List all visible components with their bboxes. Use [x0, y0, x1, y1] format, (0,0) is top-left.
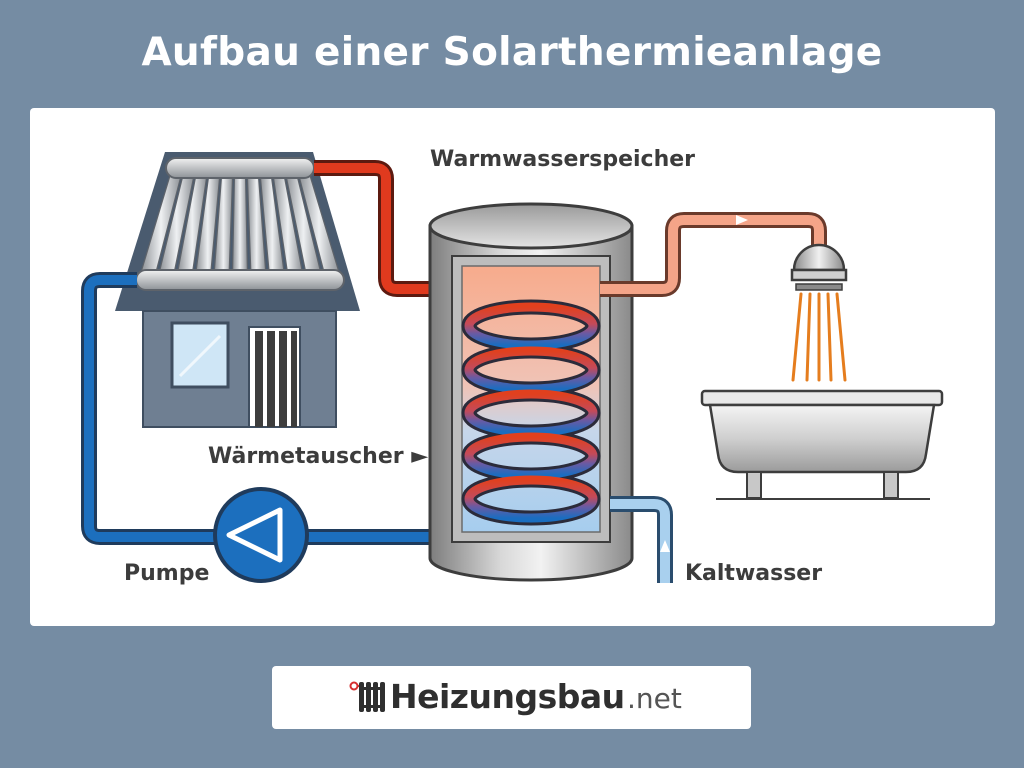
coil-loop: [464, 302, 598, 350]
coil-loop: [464, 389, 598, 437]
cold-water-label: Kaltwasser: [685, 561, 823, 586]
logo-name: Heizungsbau: [390, 677, 625, 716]
hot-pipe: [314, 163, 590, 294]
heat-exchanger-label: Wärmetauscher ►: [208, 444, 429, 469]
flow-arrow-icon: [736, 215, 748, 225]
logo-tld: .net: [627, 682, 682, 715]
radiator-icon: [349, 681, 385, 712]
pump-icon: [213, 487, 309, 583]
pump-label: Pumpe: [124, 561, 210, 586]
coil-loop: [464, 475, 598, 523]
collector-bottom-header: [135, 269, 345, 291]
coil-loop: [464, 432, 598, 480]
warm-water-pipe: [600, 215, 824, 294]
cold-water-pipe: [610, 499, 670, 583]
collector-tube: [231, 173, 249, 275]
shower-icon: [790, 243, 848, 382]
solar-system-diagram: [81, 152, 944, 583]
diagram-panel: Warmwasserspeicher Wärmetauscher ► Pumpe…: [30, 108, 995, 626]
cold-loop-pipe: [84, 275, 610, 542]
page-title: Aufbau einer Solarthermieanlage: [141, 30, 883, 75]
heat-exchanger-coil: [461, 299, 601, 526]
solar-collector: [135, 157, 345, 291]
collector-top-header: [165, 157, 315, 179]
storage-label: Warmwasserspeicher: [430, 147, 696, 172]
bathtub-icon: [700, 389, 944, 500]
flow-arrow-icon: [660, 540, 670, 552]
coil-loop: [464, 346, 598, 394]
logo: Heizungsbau .net: [272, 666, 751, 729]
